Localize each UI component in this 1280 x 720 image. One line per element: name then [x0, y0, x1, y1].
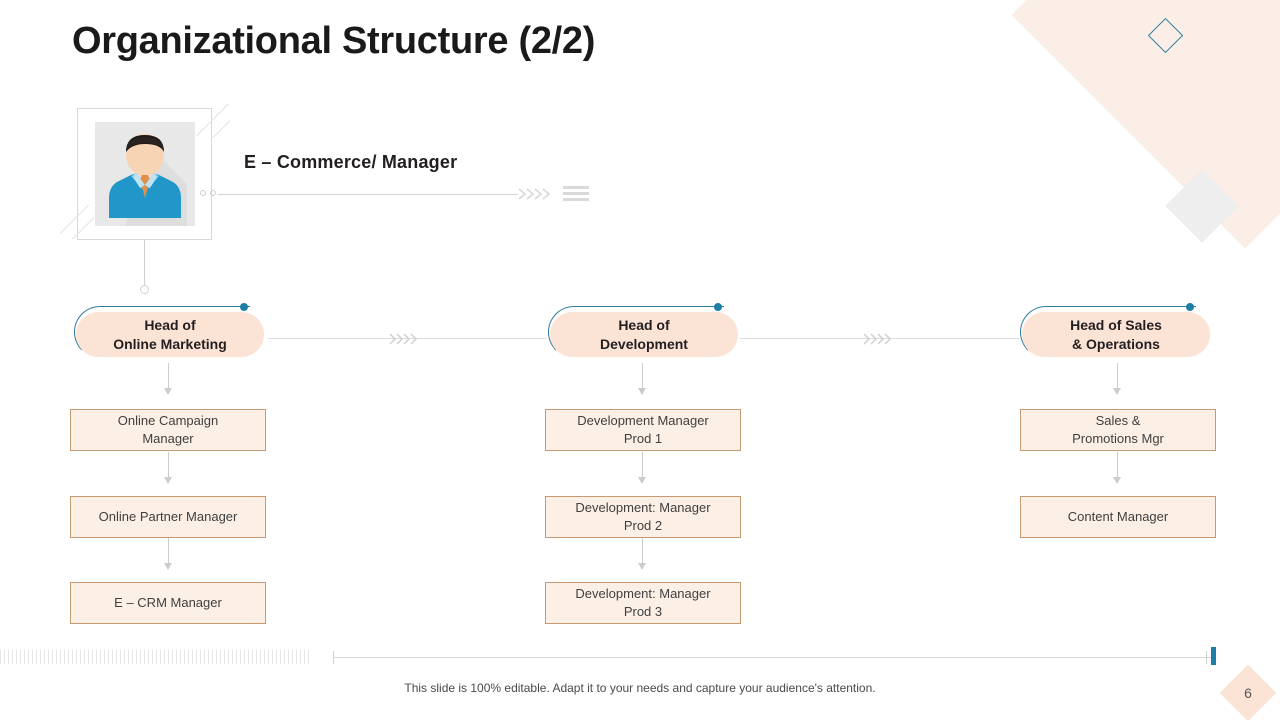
footer-progress-marker: [1211, 647, 1216, 665]
head-node-development[interactable]: Head of Development: [550, 312, 738, 357]
manager-rule-line: [218, 194, 518, 195]
connector-circle-node: [140, 285, 149, 294]
head-label-line2: Online Marketing: [113, 335, 227, 352]
footer-hatch-decoration: [0, 650, 310, 664]
corner-peach-diamond-decoration: [1011, 0, 1280, 249]
head-pill-dot-2: [714, 303, 722, 311]
head-label-line1: Head of: [618, 316, 670, 333]
chevron-right-icon-connector-1: [388, 332, 422, 350]
report-label-line1: Development: Manager: [575, 500, 711, 516]
menu-lines-icon: [563, 186, 589, 204]
report-label-line2: Promotions Mgr: [1072, 431, 1164, 446]
report-box-development-manager-prod-1[interactable]: Development Manager Prod 1: [545, 409, 741, 451]
top-manager-label: E – Commerce/ Manager: [244, 152, 458, 172]
footer-rule-line: [333, 657, 1213, 658]
head-label-line1: Head of Sales: [1070, 316, 1162, 333]
page-number: 6: [1244, 685, 1252, 701]
avatar: [95, 122, 195, 226]
manager-photo-frame: [77, 108, 212, 240]
report-box-online-campaign-manager[interactable]: Online Campaign Manager: [70, 409, 266, 451]
head-pill-dot-3: [1186, 303, 1194, 311]
connector-dot-outer: [200, 190, 206, 196]
report-label-line1: Online Campaign: [117, 413, 219, 429]
head-label-line1: Head of: [144, 316, 196, 333]
footer-tick-right: [1206, 651, 1207, 664]
photo-drop-connector: [144, 240, 145, 285]
report-box-online-partner-manager[interactable]: Online Partner Manager: [70, 496, 266, 538]
head-connector-1-2: [268, 338, 546, 339]
report-label-line1: Sales &: [1095, 413, 1141, 429]
head-pill-dot-1: [240, 303, 248, 311]
report-box-development-manager-prod-3[interactable]: Development: Manager Prod 3: [545, 582, 741, 624]
businessman-avatar-icon: [95, 122, 195, 226]
report-label-line2: Prod 1: [623, 431, 663, 446]
chevron-right-icon-connector-2: [862, 332, 896, 350]
footer-note: This slide is 100% editable. Adapt it to…: [404, 681, 876, 695]
connector-dot-inner: [210, 190, 216, 196]
head-label-line2: & Operations: [1072, 335, 1160, 352]
report-label-line1: Development: Manager: [575, 586, 711, 602]
report-label-line1: E – CRM Manager: [114, 595, 222, 611]
report-label-line2: Prod 3: [623, 604, 663, 619]
report-label-line2: Prod 2: [623, 518, 663, 533]
report-label-line1: Development Manager: [577, 413, 709, 429]
head-node-online-marketing[interactable]: Head of Online Marketing: [76, 312, 264, 357]
head-label-line2: Development: [600, 335, 688, 352]
report-label-line2: Manager: [142, 431, 194, 446]
report-box-sales-promotions-mgr[interactable]: Sales & Promotions Mgr: [1020, 409, 1216, 451]
page-title: Organizational Structure (2/2): [72, 20, 596, 62]
report-box-e-crm-manager[interactable]: E – CRM Manager: [70, 582, 266, 624]
report-label-line1: Online Partner Manager: [98, 509, 238, 525]
report-label-line1: Content Manager: [1067, 509, 1169, 525]
head-connector-2-3: [740, 338, 1020, 339]
report-box-development-manager-prod-2[interactable]: Development: Manager Prod 2: [545, 496, 741, 538]
head-node-sales-operations[interactable]: Head of Sales & Operations: [1022, 312, 1210, 357]
chevron-right-icon: [517, 187, 557, 206]
report-box-content-manager[interactable]: Content Manager: [1020, 496, 1216, 538]
